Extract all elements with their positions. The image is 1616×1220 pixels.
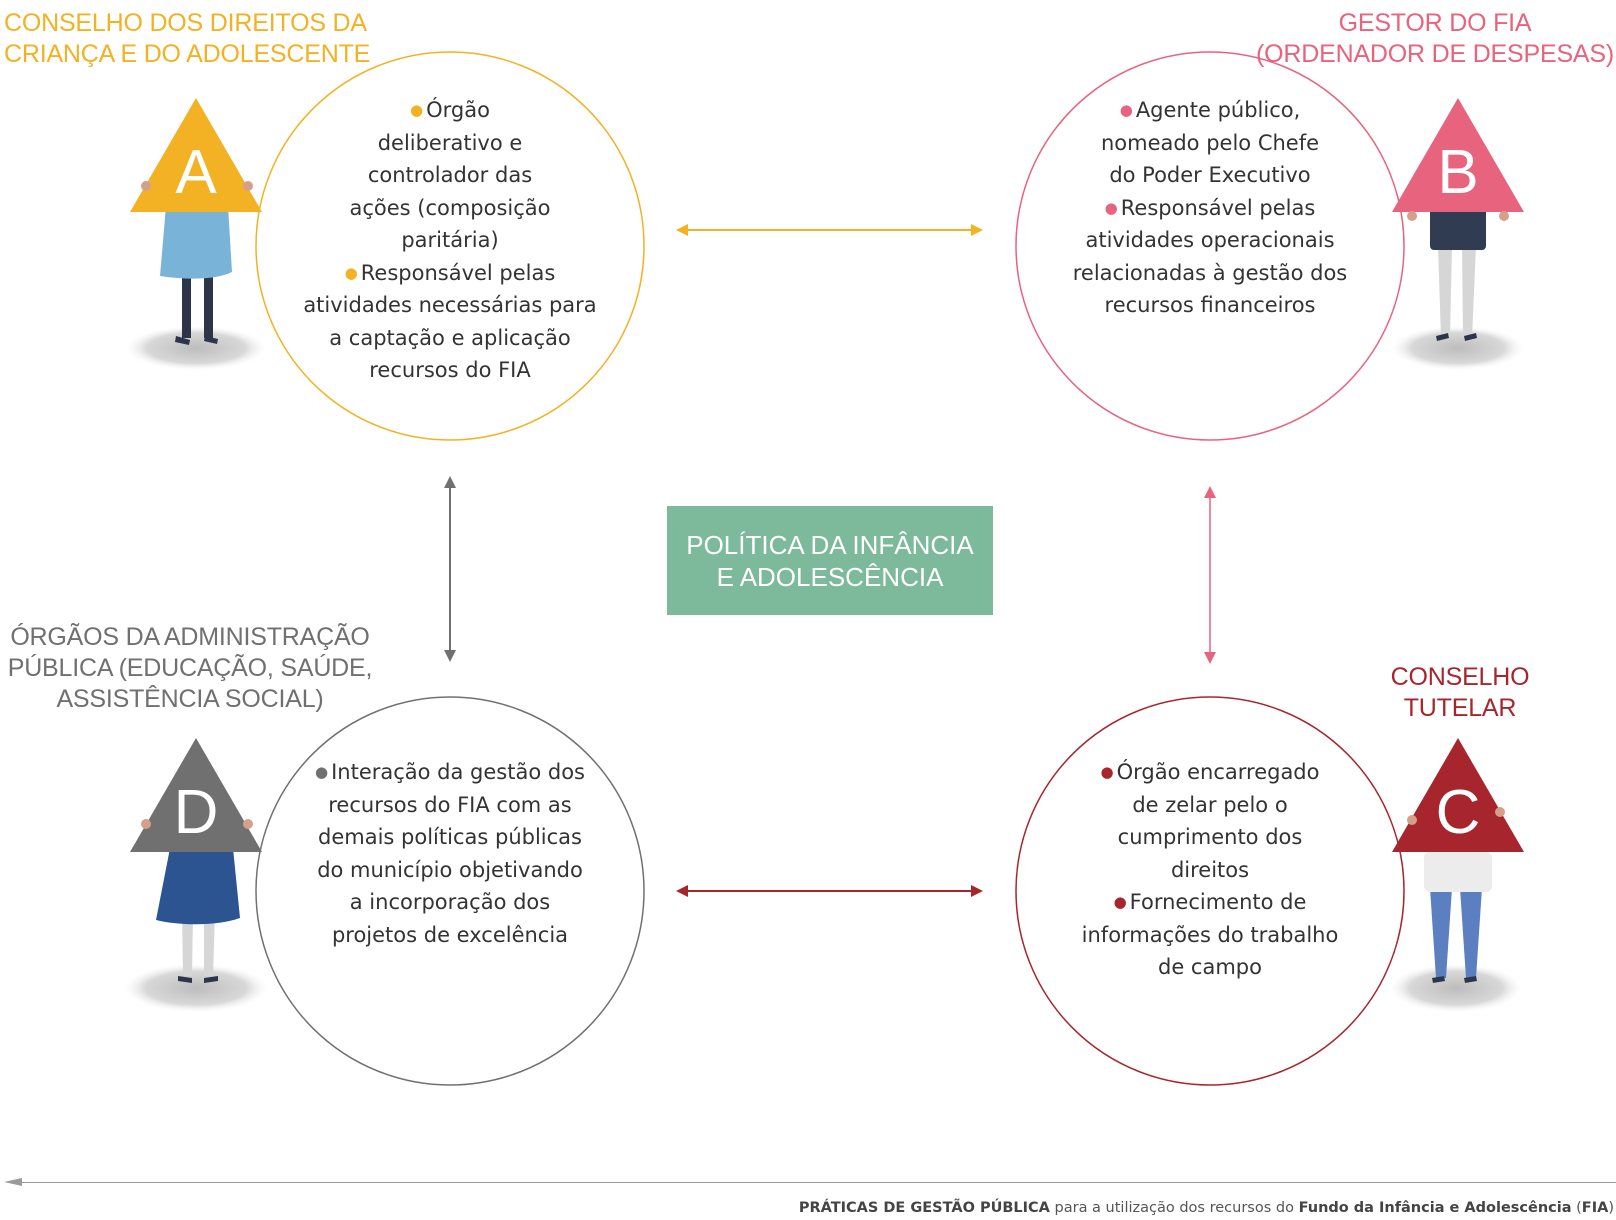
center-line-1: POLÍTICA DA INFÂNCIA	[686, 529, 974, 560]
title-a: CONSELHO DOS DIREITOS DA CRIANÇA E DO AD…	[4, 8, 370, 70]
bullet-icon: ●	[410, 101, 424, 119]
footer-bold-3: FIA	[1581, 1200, 1609, 1216]
bullet-icon: ●	[1119, 101, 1133, 119]
arrow-b-c	[1204, 486, 1216, 664]
circle-a-text: ●Órgão deliberativo e controlador das aç…	[290, 94, 610, 387]
footer-divider	[12, 1182, 1616, 1183]
letter-a: A	[175, 138, 217, 207]
circle-a	[255, 51, 645, 441]
title-c: CONSELHO TUTELAR	[1370, 662, 1550, 724]
title-c-line-1: CONSELHO	[1390, 663, 1530, 691]
circle-c	[1015, 696, 1405, 1086]
triangle-a	[130, 98, 262, 212]
circle-d-item-1: ●Interação da gestão dos recursos do FIA…	[314, 760, 585, 947]
triangle-b	[1392, 98, 1524, 212]
title-d-line-3: ASSISTÊNCIA SOCIAL)	[56, 685, 324, 713]
center-policy-box: POLÍTICA DA INFÂNCIA E ADOLESCÊNCIA	[667, 506, 993, 615]
title-c-line-2: TUTELAR	[1403, 694, 1517, 722]
circle-c-item-1: ●Órgão encarregado de zelar pelo o cumpr…	[1100, 760, 1320, 882]
letter-c: C	[1435, 778, 1481, 847]
title-b-line-2: (ORDENADOR DE DESPESAS)	[1256, 40, 1614, 68]
triangle-c	[1392, 738, 1524, 852]
figure-b	[1392, 98, 1524, 370]
footer-text-2: (	[1571, 1200, 1582, 1216]
letter-d: D	[173, 778, 219, 847]
footer-bold-1: PRÁTICAS DE GESTÃO PÚBLICA	[798, 1200, 1050, 1216]
title-a-line-1: CONSELHO DOS DIREITOS DA	[4, 9, 367, 37]
circle-a-item-2: ●Responsável pelas atividades necessária…	[303, 260, 597, 383]
arrow-a-d	[444, 476, 456, 662]
circle-b-text: ●Agente público, nomeado pelo Chefe do P…	[1058, 94, 1362, 322]
footer-bold-2: Fundo da Infância e Adolescência	[1298, 1200, 1572, 1216]
title-b-line-1: GESTOR DO FIA	[1338, 9, 1532, 37]
bullet-icon: ●	[1104, 198, 1118, 217]
title-d: ÓRGÃOS DA ADMINISTRAÇÃO PÚBLICA (EDUCAÇÃ…	[4, 622, 376, 715]
circle-d	[255, 696, 645, 1086]
figure-d	[124, 738, 268, 1012]
bullet-icon: ●	[1113, 893, 1127, 911]
circle-b-item-1: ●Agente público, nomeado pelo Chefe do P…	[1100, 98, 1320, 187]
circle-b	[1015, 51, 1405, 441]
footer-caption: PRÁTICAS DE GESTÃO PÚBLICA para a utiliz…	[799, 1200, 1614, 1216]
title-d-line-1: ÓRGÃOS DA ADMINISTRAÇÃO	[10, 623, 370, 651]
center-line-2: E ADOLESCÊNCIA	[716, 561, 944, 592]
circle-a-item-1: ●Órgão deliberativo e controlador das aç…	[349, 98, 551, 252]
bullet-icon: ●	[314, 763, 329, 781]
triangle-d	[130, 738, 262, 852]
arrow-a-b	[676, 224, 983, 236]
footer-arrow-icon	[4, 1178, 22, 1186]
title-b: GESTOR DO FIA (ORDENADOR DE DESPESAS)	[1256, 8, 1614, 70]
circle-d-text: ●Interação da gestão dos recursos do FIA…	[292, 756, 608, 951]
footer-text-3: )	[1608, 1200, 1614, 1216]
bullet-icon: ●	[344, 263, 358, 282]
footer-text-1: para a utilização dos recursos do	[1049, 1200, 1299, 1216]
letter-b: B	[1437, 138, 1479, 207]
arrow-d-c	[676, 885, 983, 897]
bullet-icon: ●	[1100, 763, 1114, 781]
figure-c	[1390, 738, 1524, 1012]
title-d-line-2: PÚBLICA (EDUCAÇÃO, SAÚDE,	[7, 654, 373, 682]
circle-b-item-2: ●Responsável pelas atividades operaciona…	[1072, 195, 1348, 318]
title-a-line-2: CRIANÇA E DO ADOLESCENTE	[4, 40, 371, 68]
circle-c-text: ●Órgão encarregado de zelar pelo o cumpr…	[1066, 756, 1354, 984]
figure-a	[126, 98, 266, 370]
circle-c-item-2: ●Fornecimento de informações do trabalho…	[1081, 890, 1339, 979]
